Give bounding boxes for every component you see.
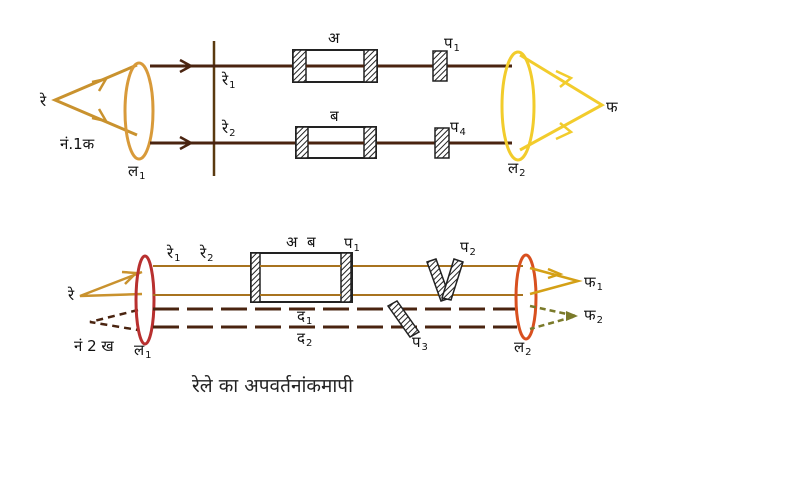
top-tube-b [295, 126, 377, 159]
top-source-rays [51, 63, 138, 137]
bottom-lens-2 [514, 253, 538, 341]
top-tube-b-label: ब [330, 107, 339, 125]
top-plate4-label: प4 [450, 118, 466, 138]
top-plate-1 [432, 50, 448, 82]
top-tube-a [292, 49, 378, 83]
bottom-slit-label: नं 2 ख [74, 337, 114, 355]
top-slit-label: नं.1क [60, 135, 95, 153]
top-figure: रे नं.1क ल1 रे1 रे2 अ ब प1 प4 ल2 फ [39, 29, 618, 182]
top-focus-label: फ [606, 98, 618, 116]
bottom-plate1-label: प1 [344, 234, 360, 254]
bottom-lens-1 [134, 254, 156, 346]
bottom-plate-2 [426, 258, 464, 302]
bottom-beam2-label: द2 [297, 329, 312, 349]
top-ray2-label: रे2 [221, 119, 236, 139]
top-lens-1 [123, 61, 155, 161]
bottom-output-dashed [529, 304, 577, 331]
top-lens-2 [500, 50, 536, 162]
bottom-plate-3 [386, 300, 421, 338]
bottom-figure: रे नं 2 ख ल1 रे1 रे2 अ ब प1 प2 प3 द1 द2 … [67, 233, 603, 361]
top-tube-a-label: अ [328, 29, 340, 47]
bottom-source-label: रे [67, 286, 75, 304]
top-ray-2-arrow [179, 135, 194, 151]
bottom-source-rays [79, 270, 143, 298]
bottom-plate2-label: प2 [460, 238, 476, 258]
diagram-caption: रेले का अपवर्तनांकमापी [192, 374, 354, 397]
top-converging-rays [519, 53, 605, 152]
bottom-lens1-label: ल1 [134, 341, 152, 361]
top-lens2-label: ल2 [508, 159, 526, 179]
top-ray1-label: रे1 [221, 71, 236, 91]
bottom-lens2-label: ल2 [514, 338, 532, 358]
bottom-tubes [250, 252, 353, 303]
top-plate1-label: प1 [444, 34, 460, 54]
bottom-plate3-label: प3 [412, 333, 428, 353]
bottom-focus1-label: फ1 [584, 273, 603, 293]
top-plate-4 [434, 127, 450, 159]
top-source-label: रे [39, 92, 47, 110]
bottom-tubes-label: अ ब [286, 233, 316, 251]
bottom-ray1-label: रे1 [166, 244, 181, 264]
top-lens1-label: ल1 [128, 162, 146, 182]
bottom-focus2-arrowhead [566, 311, 578, 321]
bottom-dashed-source [89, 308, 139, 332]
bottom-ray2-label: रे2 [199, 244, 214, 264]
top-ray-1-arrow [179, 58, 194, 74]
bottom-focus2-label: फ2 [584, 306, 603, 326]
bottom-output-rays [529, 266, 583, 296]
bottom-beam1-label: द1 [297, 307, 312, 327]
